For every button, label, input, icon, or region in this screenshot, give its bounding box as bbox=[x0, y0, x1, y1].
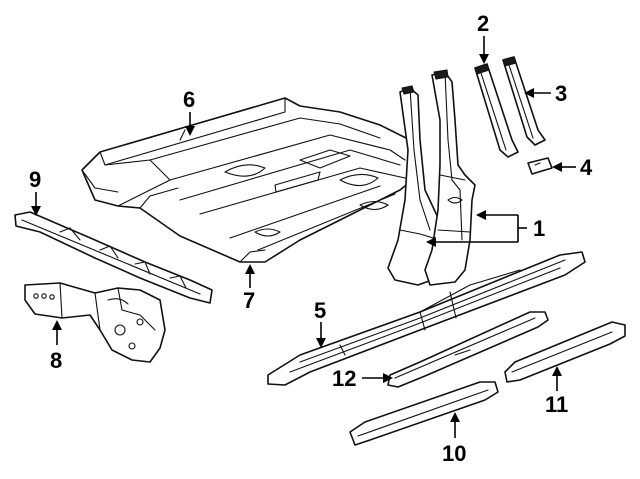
small-bracket-4 bbox=[527, 157, 553, 175]
callout-2: 2 bbox=[477, 11, 489, 36]
callout-3: 3 bbox=[555, 81, 567, 106]
sill-trim-11 bbox=[504, 321, 626, 383]
callout-12: 12 bbox=[332, 366, 356, 391]
callout-5: 5 bbox=[314, 298, 326, 323]
sill-plate-12 bbox=[387, 311, 549, 388]
callout-10: 10 bbox=[442, 441, 466, 466]
front-crossmember bbox=[14, 211, 213, 304]
callout-1: 1 bbox=[533, 216, 545, 241]
inner-panel-bracket bbox=[24, 282, 166, 363]
leader-lines bbox=[31, 36, 576, 438]
callout-11: 11 bbox=[545, 392, 568, 417]
floor-pan bbox=[81, 97, 416, 263]
callout-labels: 1 2 3 4 5 6 7 8 9 10 11 12 bbox=[29, 11, 593, 466]
pillar-trim-strip-3 bbox=[502, 56, 546, 146]
callout-7: 7 bbox=[243, 288, 255, 313]
callout-4: 4 bbox=[580, 155, 593, 180]
callout-8: 8 bbox=[50, 348, 62, 373]
sill-trim-10 bbox=[349, 381, 499, 446]
callout-6: 6 bbox=[183, 87, 195, 112]
pillar-trim-strip-2 bbox=[474, 63, 519, 158]
center-pillar-assembly bbox=[387, 69, 476, 286]
rocker-panel-5 bbox=[267, 251, 586, 386]
callout-9: 9 bbox=[29, 167, 41, 192]
